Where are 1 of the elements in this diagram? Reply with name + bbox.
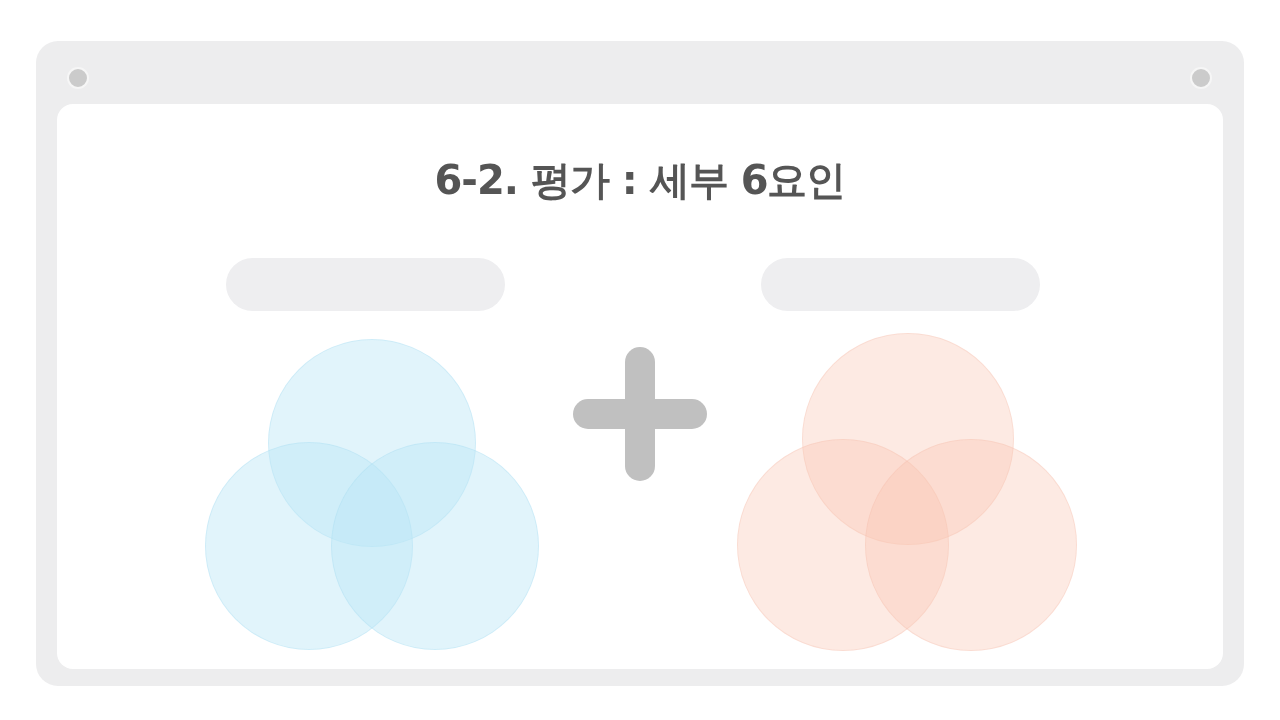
title: 6-2. 평가 : 세부 6요인: [434, 156, 846, 205]
